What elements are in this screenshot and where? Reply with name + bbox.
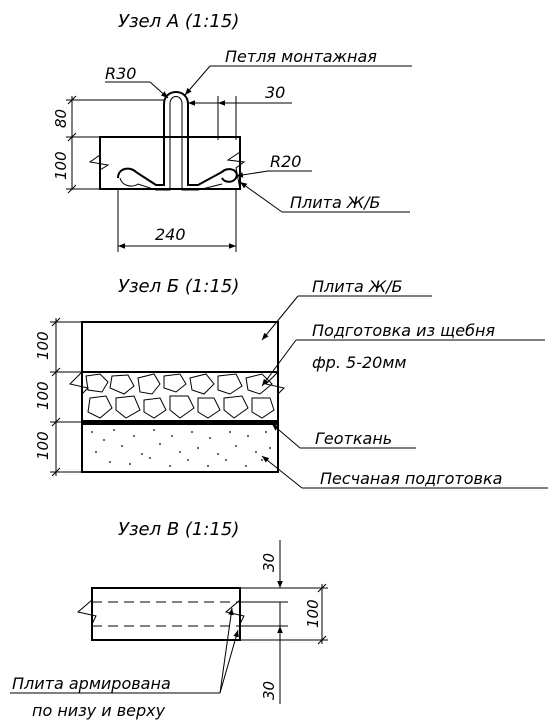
mounting-loop-inner: [119, 96, 223, 191]
node-b-dim-top: 100: [34, 331, 52, 360]
node-v-break-left: [76, 599, 97, 625]
node-b-dim-mid: 100: [34, 381, 52, 410]
dim-100-label: 100: [52, 151, 70, 180]
node-v-dim-bot: 30: [260, 681, 278, 700]
gravel-label-2: фр. 5-20мм: [312, 353, 406, 372]
node-b: Узел Б (1:15): [34, 276, 548, 489]
node-b-slab: [81, 321, 279, 373]
node-b-title: Узел Б (1:15): [118, 276, 239, 297]
reinforcement-note-2: по низу и верху: [32, 701, 166, 720]
node-v-break-right: [224, 599, 245, 625]
dim-30-label: 30: [265, 83, 285, 102]
geotextile-layer: [82, 420, 278, 424]
gravel-label-1: Подготовка из щебня: [312, 321, 495, 340]
r30-label: R30: [105, 64, 136, 83]
node-b-break-left: [69, 371, 89, 395]
geotextile-label: Геоткань: [315, 429, 392, 448]
dim-240-label: 240: [155, 225, 186, 244]
node-a-slab-label: Плита Ж/Б: [290, 193, 380, 212]
node-a-title: Узел А (1:15): [118, 11, 239, 32]
loop-label: Петля монтажная: [225, 47, 377, 66]
sand-label: Песчаная подготовка: [320, 469, 502, 488]
node-v-dim-top: 30: [260, 553, 278, 572]
gravel-stones: [85, 373, 275, 419]
node-v: Узел В (1:15) 30 100 30 Плита армирована…: [10, 519, 328, 720]
sand-dots: [91, 429, 271, 467]
mounting-loop: [117, 91, 238, 186]
node-v-slab: [91, 587, 241, 641]
r20-label: R20: [270, 152, 301, 171]
node-a: Узел А (1:15) R30 Петля монтажная 30 R20…: [52, 11, 412, 252]
node-b-dim-bot: 100: [34, 431, 52, 460]
node-b-sand: [81, 423, 279, 473]
node-b-break-right: [265, 371, 285, 395]
node-v-dim-total: 100: [304, 599, 322, 628]
node-a-break-left: [88, 137, 110, 189]
reinforcement-note-1: Плита армирована: [12, 674, 171, 693]
node-v-title: Узел В (1:15): [118, 519, 239, 540]
node-b-slab-label: Плита Ж/Б: [312, 277, 402, 296]
dim-80-label: 80: [52, 109, 70, 128]
